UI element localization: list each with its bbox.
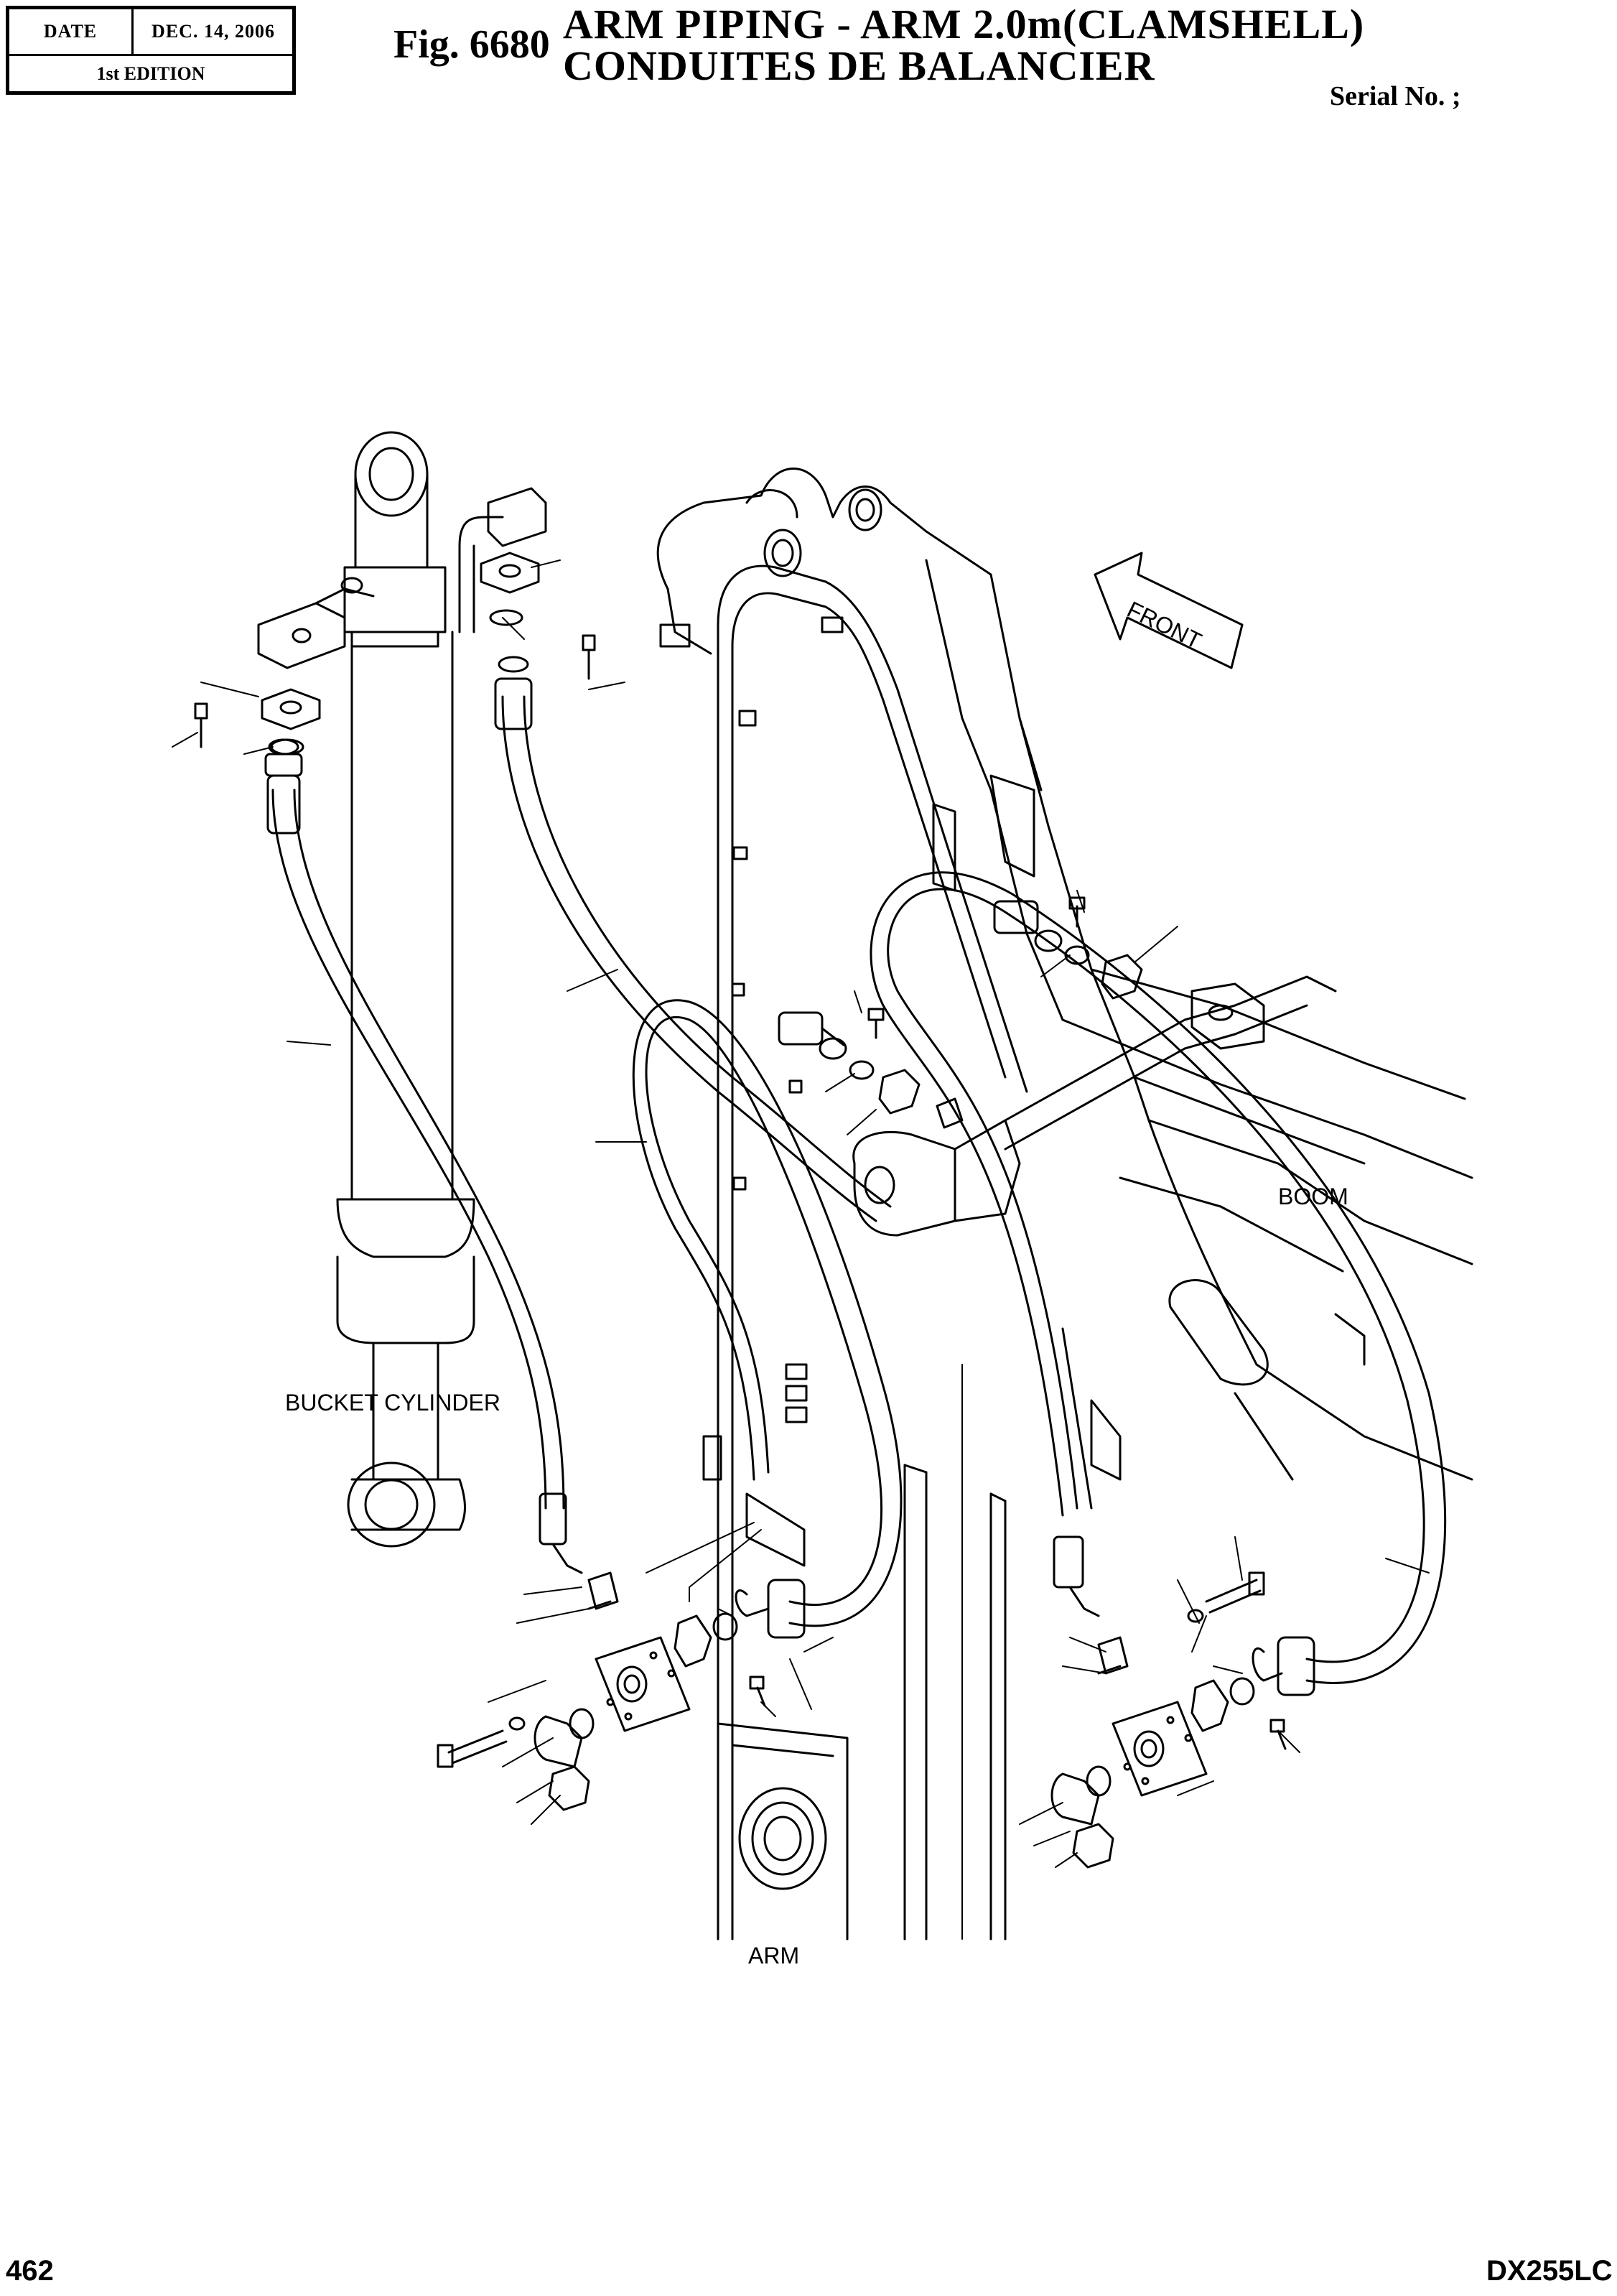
page-number: 462 bbox=[6, 2255, 54, 2287]
title-french: CONDUITES DE BALANCIER bbox=[563, 42, 1155, 89]
title-english: ARM PIPING - ARM 2.0m(CLAMSHELL) bbox=[563, 1, 1365, 47]
header-date-row: DATE DEC. 14, 2006 bbox=[9, 9, 292, 56]
lower-left-block bbox=[437, 1571, 766, 1811]
bucket-cylinder bbox=[257, 431, 475, 1548]
date-label: DATE bbox=[43, 21, 98, 42]
front-arrow bbox=[1094, 552, 1244, 669]
header-divider bbox=[131, 9, 134, 54]
model-name: DX255LC bbox=[1486, 2255, 1613, 2287]
figure-number: Fig. 6680 bbox=[393, 22, 550, 67]
bucket-cylinder-label: BUCKET CYLINDER bbox=[285, 1390, 500, 1416]
boom-pipe-joint bbox=[852, 975, 1337, 1237]
hose-loop-right bbox=[870, 871, 1447, 1696]
lower-right-block bbox=[1050, 1571, 1287, 1869]
leader-lines bbox=[172, 559, 1430, 1868]
hose-loop-left bbox=[632, 999, 903, 1639]
boom-structure bbox=[925, 530, 1473, 1510]
arm-label: ARM bbox=[748, 1943, 800, 1969]
header-info-table: DATE DEC. 14, 2006 1st EDITION bbox=[6, 6, 296, 95]
date-value: DEC. 14, 2006 bbox=[152, 21, 275, 42]
boom-label: BOOM bbox=[1278, 1184, 1348, 1209]
edition: 1st EDITION bbox=[96, 63, 205, 84]
arm-structure bbox=[656, 468, 1028, 1941]
hose-cylinder-rod bbox=[264, 738, 583, 1574]
serial-number: Serial No. ; bbox=[1330, 81, 1461, 111]
hose-cylinder-head bbox=[458, 487, 892, 1222]
